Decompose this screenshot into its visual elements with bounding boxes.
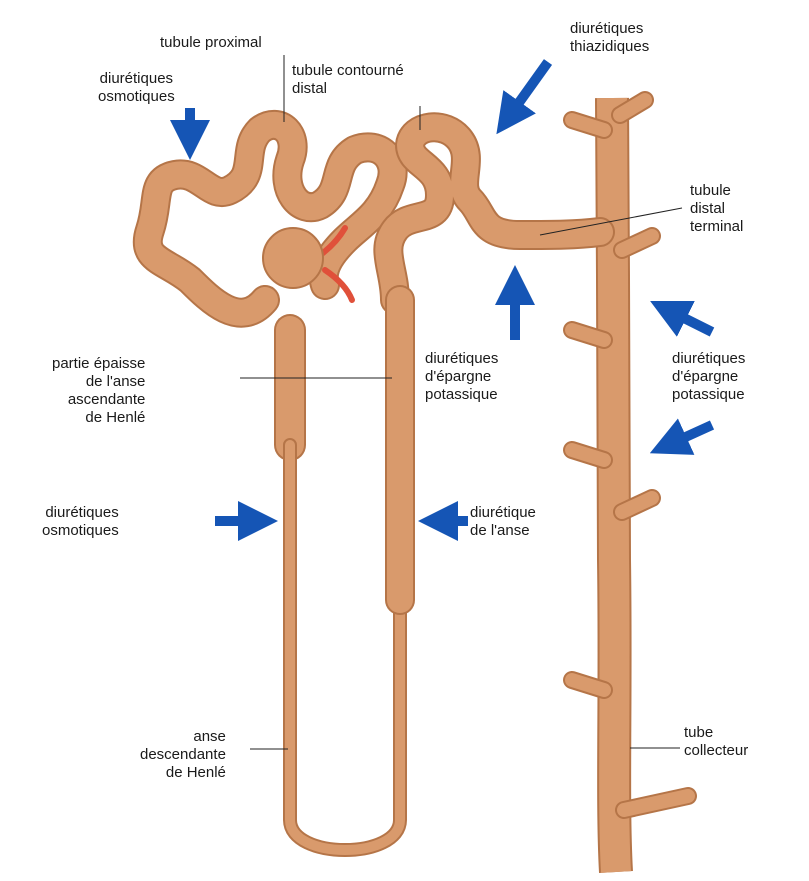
label-tube-collecteur: tube collecteur — [684, 724, 748, 760]
label-diuretiques-epargne-mid: diurétiques d'épargne potassique — [425, 350, 498, 404]
convoluted-tubules — [148, 125, 600, 313]
arrow-potassium-sparing-right-upper — [668, 310, 712, 332]
label-diuretique-anse: diurétique de l'anse — [470, 504, 536, 540]
label-diuretiques-thiazidiques: diurétiques thiazidiques — [570, 20, 649, 56]
arrow-thiazide — [508, 62, 548, 118]
label-diuretiques-epargne-right: diurétiques d'épargne potassique — [672, 350, 745, 404]
descending-limb — [290, 445, 400, 850]
glomerulus — [263, 228, 323, 288]
label-tubule-contourne-distal: tubule contourné distal — [292, 62, 404, 98]
label-anse-descendante: anse descendante de Henlé — [140, 728, 226, 782]
arrow-potassium-sparing-right-lower — [668, 425, 712, 445]
descending-limb-edge — [290, 445, 400, 850]
label-partie-epaisse: partie épaisse de l'anse ascendante de H… — [52, 355, 145, 427]
label-diuretiques-osmotiques-low: diurétiques osmotiques — [42, 504, 119, 540]
loop-of-henle — [290, 300, 400, 850]
collecting-duct-trunk-fill — [612, 98, 616, 872]
proximal-convoluted-tubule — [148, 125, 393, 313]
label-diuretiques-osmotiques-top: diurétiques osmotiques — [98, 70, 175, 106]
collecting-duct — [572, 98, 688, 872]
distal-convoluted-tubule — [388, 127, 600, 300]
label-tubule-distal-terminal: tubule distal terminal — [690, 182, 743, 236]
label-tubule-proximal: tubule proximal — [160, 34, 262, 52]
